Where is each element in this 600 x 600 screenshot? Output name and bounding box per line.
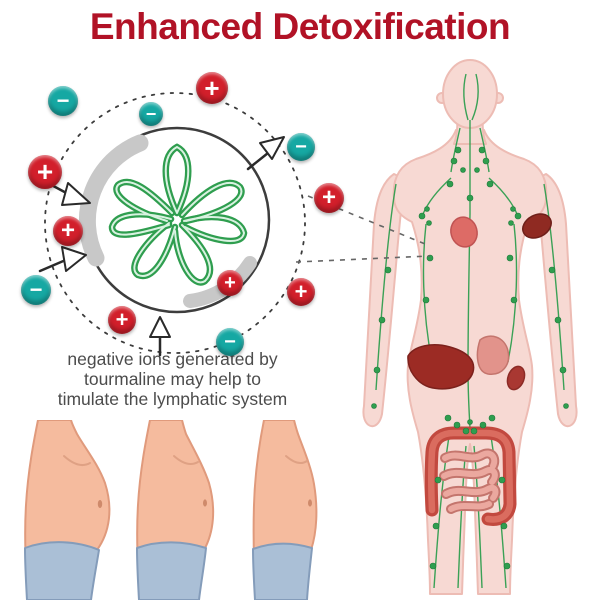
large-intestine-highlight: [428, 429, 514, 523]
plus-icon: +: [217, 270, 243, 296]
plus-glyph: +: [60, 217, 75, 244]
caption-line-2: tourmaline may help to: [83, 369, 262, 389]
caption: negative ions generated by tourmaline ma…: [0, 349, 345, 409]
outflow-arrow-icon: [259, 136, 285, 160]
plus-icon: +: [108, 306, 136, 334]
liver: [407, 344, 475, 390]
plus-glyph: +: [204, 73, 220, 103]
weight-loss-stages: [24, 420, 318, 600]
spleen: [506, 365, 526, 391]
minus-glyph: −: [56, 88, 70, 113]
minus-icon: −: [48, 86, 78, 116]
node-shading: [78, 134, 149, 267]
plus-icon: +: [53, 216, 83, 246]
lymphatic-body-diagram: [362, 59, 578, 595]
caption-line-3: timulate the lymphatic system: [57, 389, 288, 409]
caption-line-1: negative ions generated by: [67, 349, 278, 369]
organs: [407, 213, 552, 526]
minus-icon: −: [21, 275, 51, 305]
minus-glyph: −: [29, 277, 43, 302]
inflow-arrow-icon: [61, 246, 87, 272]
weight-stage-2: [136, 420, 215, 600]
stomach: [476, 335, 510, 375]
minus-icon: −: [216, 328, 244, 356]
minus-glyph: −: [145, 104, 157, 124]
flow-arrows: [38, 136, 285, 357]
shoulder-lymph-node: [522, 213, 552, 239]
right-arm: [533, 173, 578, 428]
small-intestine-highlight: [441, 450, 499, 512]
plus-icon: +: [287, 278, 315, 306]
plus-glyph: +: [36, 156, 54, 187]
plus-glyph: +: [294, 279, 308, 304]
plus-icon: +: [196, 72, 228, 104]
bottom-arrow-icon: [149, 316, 171, 338]
minus-glyph: −: [224, 331, 236, 353]
plus-glyph: +: [115, 307, 129, 332]
head: [442, 59, 498, 129]
inflow-arrow-icon: [61, 182, 91, 206]
page-title: Enhanced Detoxification: [89, 6, 511, 47]
plus-glyph: +: [321, 184, 336, 211]
heart: [450, 216, 478, 248]
lymph-vessel-loops-highlight: [110, 145, 246, 284]
plus-glyph: +: [224, 272, 236, 294]
minus-icon: −: [139, 102, 163, 126]
minus-glyph: −: [295, 136, 307, 158]
minus-icon: −: [287, 133, 315, 161]
weight-stage-1: [24, 420, 111, 600]
weight-stage-3: [252, 420, 318, 600]
plus-icon: +: [28, 155, 62, 189]
plus-icon: +: [314, 183, 344, 213]
magnifier-dashed-circle: [44, 92, 306, 354]
